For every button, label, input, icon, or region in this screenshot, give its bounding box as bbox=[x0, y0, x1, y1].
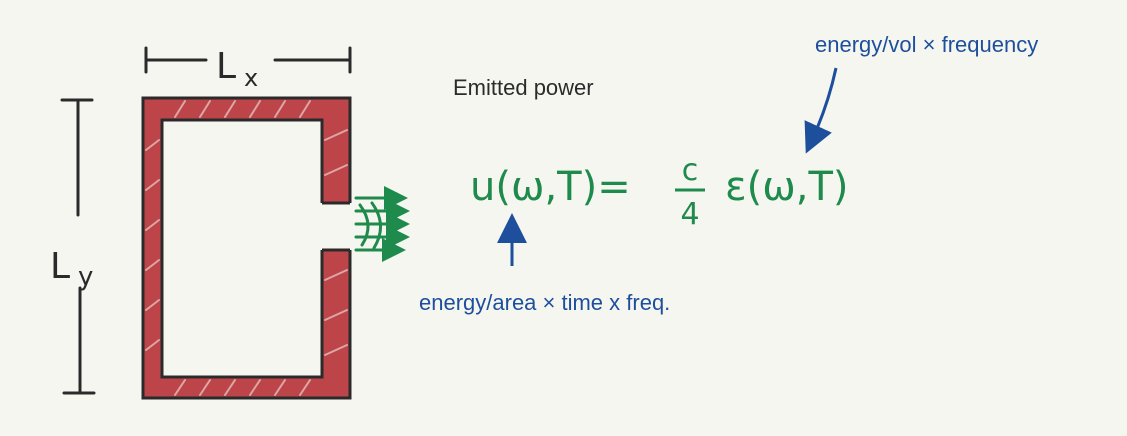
energy-per-vol-frequency-label: energy/vol × frequency bbox=[815, 32, 1039, 57]
height-label: L bbox=[50, 246, 70, 287]
energy-per-area-time-freq-label: energy/area × time x freq. bbox=[419, 290, 671, 315]
equation-lhs: u(ω,T)= bbox=[470, 164, 631, 210]
height-label-subscript: y bbox=[78, 262, 93, 292]
height-dimension bbox=[60, 98, 96, 395]
page-title: Emitted power bbox=[453, 75, 594, 100]
equation-rhs: ε(ω,T) bbox=[725, 164, 848, 210]
width-label-subscript: x bbox=[244, 64, 258, 92]
equation-fraction-numerator: c bbox=[682, 153, 699, 188]
freq-annotation-arrow bbox=[804, 67, 838, 154]
equation-fraction-denominator: 4 bbox=[680, 197, 699, 232]
cavity-inner-outline bbox=[160, 118, 324, 379]
width-label: L bbox=[216, 46, 236, 87]
cavity-wall-hatching bbox=[145, 100, 348, 396]
emitted-radiation-arrows bbox=[354, 186, 410, 262]
cavity-outer-outline bbox=[141, 96, 352, 400]
width-dimension bbox=[144, 46, 352, 74]
cavity-wall-fill bbox=[143, 98, 350, 398]
